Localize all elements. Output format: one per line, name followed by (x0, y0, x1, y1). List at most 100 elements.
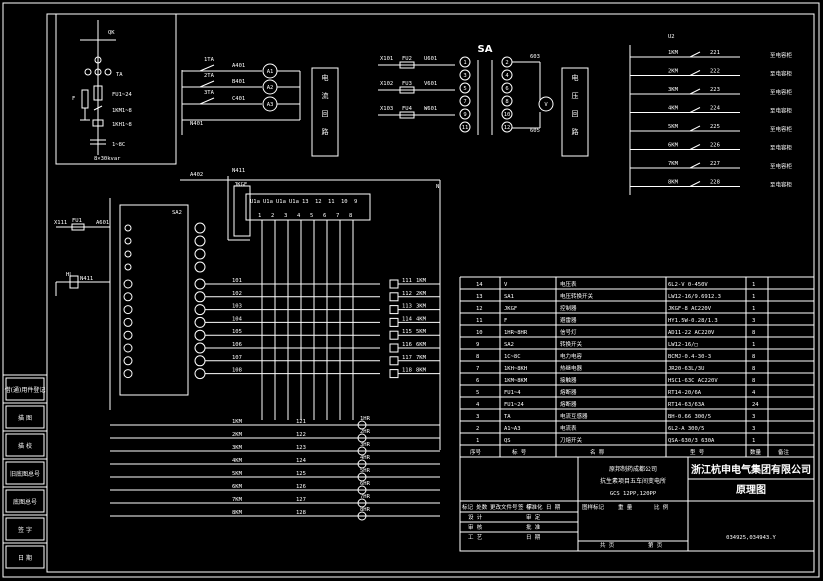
qk-label: QK (108, 30, 115, 36)
bom-cell-name: 电流表 (560, 424, 577, 432)
tb-role: 工 艺 (468, 534, 483, 541)
hr-km: 2KM (232, 432, 243, 438)
jkgf-bot-term: 6 (323, 213, 326, 219)
bom-cell-tag: V (504, 282, 508, 288)
ctrl-row-label: 105 (232, 329, 242, 335)
bom-cell-name: 热继电器 (560, 364, 583, 372)
volt-fu-label: FU4 (402, 106, 413, 112)
u2-num: 221 (710, 50, 720, 56)
row-num: 113 (402, 304, 412, 310)
bom-cell-name: 电力电容 (560, 352, 583, 360)
sa-terminal (459, 82, 471, 94)
bom-cell-name: 电压转换开关 (560, 292, 594, 300)
jkgf-bot-term: 5 (310, 213, 313, 219)
bom-cell-no: 5 (476, 390, 479, 396)
jkgf-bot-term: 7 (336, 213, 339, 219)
voltage-circuit-label: 回 (572, 110, 579, 118)
n401-label: N401 (190, 121, 203, 127)
jkgf-top-term: U1a (289, 199, 299, 205)
bom-cell-no: 12 (476, 306, 483, 312)
ammeter-label: A2 (267, 85, 274, 91)
hr-lamp (357, 420, 367, 430)
jkgf-top-term: U1a (263, 199, 273, 205)
tb-role: 审 核 (468, 523, 483, 531)
ctrl-row-label: 107 (232, 355, 242, 361)
side-cell (5, 517, 45, 541)
sa-label: SA (478, 44, 493, 55)
ctrl-row-label: 104 (232, 316, 243, 322)
hr-num: 122 (296, 432, 306, 438)
fu-label: FU1~24 (112, 92, 133, 98)
u2-km: 5KM (668, 124, 679, 130)
bom-header: 型 号 (690, 448, 705, 456)
sa2-row-term (194, 291, 206, 303)
u2-km: 7KM (668, 161, 679, 167)
sa2-label: SA2 (172, 210, 182, 216)
ta-coil (104, 68, 112, 76)
ta-tag: 2TA (204, 73, 215, 79)
hr-lamp (357, 459, 367, 469)
bom-cell-no: 14 (476, 282, 483, 288)
bom-cell-model: JKGF-8 AC220V (668, 306, 712, 312)
u2-contact (689, 125, 701, 132)
side-cell (5, 377, 45, 401)
bom-cell-tag: JKGF (504, 306, 517, 312)
jkgf-bot-term: 8 (349, 213, 352, 219)
hl-label: HL (66, 272, 73, 278)
bom-cell-no: 7 (476, 366, 479, 372)
hr-km: 8KM (232, 510, 243, 516)
u2-km: 4KM (668, 106, 679, 112)
u2-dest: 至电容柜 (770, 70, 793, 78)
bom-cell-qty: 24 (752, 402, 759, 408)
ctrl-row-label: 102 (232, 291, 242, 297)
bom-cell-tag: FU1~24 (504, 402, 525, 408)
bom-cell-tag: FU1~4 (504, 390, 521, 396)
voltage-circuit-label: 压 (572, 92, 579, 100)
u2-dest: 至电容柜 (770, 144, 793, 152)
ta-coil (84, 68, 92, 76)
ctrl-cap (233, 185, 251, 237)
bom-cell-qty: 3 (752, 414, 755, 420)
u2-km: 6KM (668, 143, 679, 149)
jkgf-top-term: 11 (328, 199, 335, 205)
sa-terminal (501, 108, 513, 120)
volt-in-label: X101 (380, 56, 393, 62)
u2-km: 1KM (668, 50, 679, 56)
sa-num: 4 (505, 73, 509, 79)
hr-km: 3KM (232, 445, 243, 451)
bom-cell-model: JR20-63L/3U (668, 366, 704, 372)
hr-lamp (357, 433, 367, 443)
side-cell (5, 545, 45, 569)
bom-cell-no: 10 (476, 330, 483, 336)
ta-contact (199, 64, 215, 72)
u2-km: 8KM (668, 180, 679, 186)
jkgf-top-term: 12 (315, 199, 322, 205)
ctrl-row-label: 103 (232, 304, 242, 310)
sa-num: 11 (462, 125, 469, 131)
row-km: 6KM (416, 342, 427, 348)
bom-header: 数量 (750, 448, 762, 456)
bom-cell-no: 3 (476, 414, 479, 420)
a402-label: A402 (190, 172, 203, 178)
row-contact (389, 356, 399, 366)
volt-fuse (399, 61, 415, 69)
bom-header: 名 称 (590, 448, 605, 456)
hr-label: 3HR (360, 442, 371, 448)
voltage-circuit-label: 电 (572, 73, 579, 82)
bom-cell-tag: F (504, 318, 507, 324)
bom-cell-tag: SA1 (504, 294, 514, 300)
x111-label: X111 (54, 220, 67, 226)
bom-cell-name: 转换开关 (560, 340, 583, 348)
jkgf-bot-term: 1 (258, 213, 261, 219)
bom-cell-tag: TA (504, 414, 511, 420)
bom-cell-model: 6L2-V 0-450V (668, 282, 708, 288)
bom-cell-qty: 8 (752, 330, 755, 336)
bom-cell-no: 13 (476, 294, 483, 300)
inner-frame (46, 13, 815, 573)
volt-in-label: X103 (380, 106, 393, 112)
bom-cell-no: 6 (476, 378, 479, 384)
u2-contact (689, 162, 701, 169)
side-cell (5, 489, 45, 513)
u2-num: 227 (710, 161, 720, 167)
